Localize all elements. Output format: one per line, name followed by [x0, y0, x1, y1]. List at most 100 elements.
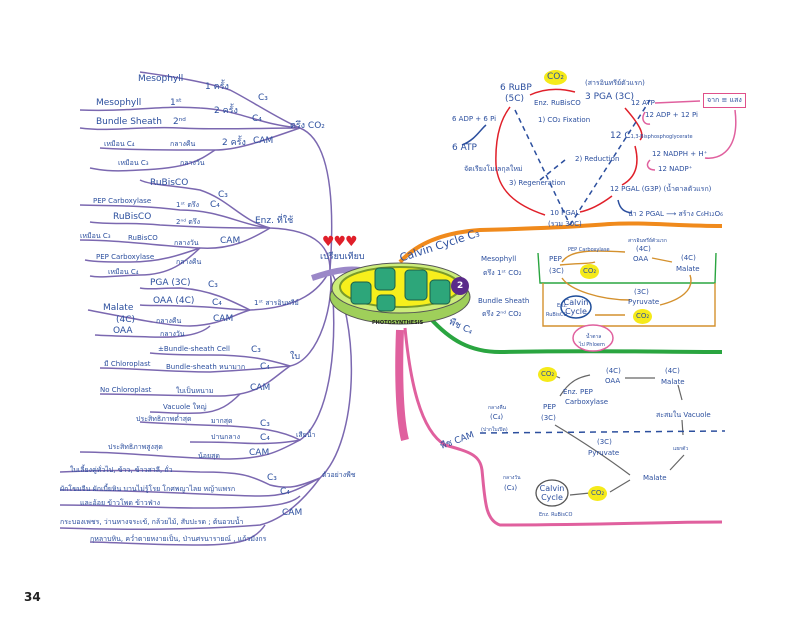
- c4-pep: PEP: [549, 255, 562, 263]
- pgal-10: 10 PGAL: [550, 209, 580, 217]
- enz-c4-first-value: PEP Carboxylase: [93, 197, 152, 205]
- enz-cam-night: กลางคืน: [176, 258, 202, 266]
- c4-second: 2ⁿᵈ: [173, 117, 186, 127]
- c3-count: 1 ครั้ง: [205, 82, 229, 92]
- chloroplast-illustration: [329, 262, 471, 325]
- c4-co2-release: CO₂: [633, 309, 653, 324]
- rearrange-note: จัดเรียงโมเลกุลใหม่: [464, 165, 523, 173]
- cam-enz-carboxylase: Carboxylase: [565, 398, 609, 406]
- cam-night-like: เหมือน C₄: [104, 140, 135, 148]
- first-product-label: 1ˢᵗ สารอินทรีย์: [254, 299, 299, 307]
- c4-co2: CO₂: [580, 264, 600, 279]
- c3-where: Mesophyll: [138, 74, 184, 84]
- phloem-circle: [572, 324, 614, 352]
- wl-c3: C₃: [260, 419, 270, 429]
- enz-c4: C₄: [210, 200, 220, 210]
- cam-branch: [403, 327, 723, 527]
- calvin-cycle-arrows: [461, 88, 737, 226]
- ex-c4-line1: ผักโขมจีน ผักเบี้ยหิน บานไม่รู้โรย โกศพญ…: [60, 485, 236, 493]
- cam-oaa-carbons: (4C): [606, 367, 621, 375]
- ex-cam: CAM: [282, 508, 303, 518]
- bpg-count: 12 C: [610, 131, 631, 141]
- fp-c3-value: PGA (3C): [150, 278, 191, 288]
- cam-night-type: (C₄): [490, 413, 504, 421]
- cam-pep-carbons: (3C): [541, 414, 556, 422]
- photosynthesis-title: PHOTOSYNTHESIS: [372, 320, 424, 326]
- rubp: 6 RuBP: [500, 83, 532, 93]
- cam-store-vacuole: สะสมใน Vacuole: [656, 411, 711, 419]
- cam-day: กลางวัน: [180, 159, 205, 167]
- c4-phloem: ไป Phloem: [579, 342, 605, 348]
- left-branches: [59, 71, 353, 546]
- cam-day: กลางวัน: [503, 475, 521, 481]
- c4-pep-carbons: (3C): [549, 267, 564, 275]
- cam-label: CAM: [253, 136, 274, 146]
- wl-cam-eff: ประสิทธิภาพสูงสุด: [108, 443, 163, 451]
- enz-c3-value: RuBisCO: [150, 178, 189, 188]
- c4-enz: Enz.: [557, 303, 568, 309]
- c4-label: C₄: [252, 114, 262, 124]
- ex-c4: C₄: [280, 487, 290, 497]
- enz-cam-night-value: PEP Carboxylase: [96, 253, 155, 261]
- wl-c3-eff: ประสิทธิภาพต่ำสุด: [136, 415, 192, 423]
- enz-c4-second: 2ⁿᵈ ตรึง: [176, 218, 201, 226]
- water-loss-label: เสียน้ำ: [296, 431, 316, 439]
- fp-c3: C₃: [208, 280, 218, 290]
- ex-c4-line2: และอ้อย ข้าวโพด ข้าวฟ่าง: [80, 499, 161, 507]
- day-night-divider: [479, 430, 726, 434]
- cam-count: 2 ครั้ง: [222, 138, 246, 148]
- ex-cam-line2: กุหลาบหิน, คว่ำตายหงายเป็น, ป่านศรนารายณ…: [90, 535, 267, 543]
- step-reduction: 2) Reduction: [575, 155, 620, 163]
- cam-day-type: (C₃): [504, 484, 518, 492]
- cam-rubisco: Enz. RuBisCO: [539, 512, 573, 518]
- cam-pyruvate-carbons: (3C): [597, 438, 612, 446]
- atp-12: 12 ATP: [631, 99, 655, 107]
- bpg-name: 1,3-Bisphosphoglycerate: [630, 134, 693, 140]
- adp-12: 12 ADP + 12 Pi: [645, 111, 698, 119]
- c4-oaa: OAA: [633, 255, 649, 263]
- enz-cam-day-value: RuBisCO: [128, 234, 158, 242]
- c4-diagram-lines: [537, 250, 717, 327]
- nadp: 12 NADP⁺: [658, 165, 693, 173]
- c4-sugar: น้ำตาล: [586, 334, 602, 340]
- cam-night-note: (ปากใบเปิด): [481, 427, 508, 433]
- cam-calvin-cycle: Calvin Cycle: [539, 484, 565, 502]
- cam-calvin-circle: [535, 479, 569, 507]
- c4-branch: [428, 316, 723, 355]
- c4-first-where: Mesophyll: [96, 98, 142, 108]
- leaf-c4: C₄: [260, 362, 270, 372]
- leaf-label: ใบ: [290, 352, 301, 362]
- fp-cam: CAM: [213, 314, 234, 324]
- c4-rubisco: RuBisCO: [546, 312, 568, 318]
- hearts-decoration: ♥♥♥: [322, 234, 358, 250]
- ex-c3-value: ใบเลี้ยงคู่ทั่วไป, ข้าว, ข้าวสาลี, ถั่ว: [70, 466, 173, 474]
- c4-pyruvate-carbons: (3C): [634, 288, 649, 296]
- c4-oaa-carbons: (4C): [636, 245, 651, 253]
- cam-split: แยกตัว: [673, 446, 689, 452]
- cam-pyruvate: Pyruvate: [588, 449, 620, 457]
- c4-pep-carboxylase: PEP Carboxylase: [568, 247, 610, 253]
- co2-fixation-label: ตรึง CO₂: [290, 121, 325, 131]
- cam-pep: PEP: [543, 403, 556, 411]
- leaf-c3-value: ±Bundle-sheath Cell: [158, 345, 230, 353]
- c4-first-note: สารอินทรีย์ตัวแรก: [628, 238, 667, 244]
- bpg: 12 C1,3-Bisphosphoglycerate: [610, 131, 693, 143]
- c4-malate-carbons: (4C): [681, 254, 696, 262]
- calvin-branch: [398, 221, 723, 264]
- fp-cam-day: กลางวัน: [160, 330, 185, 338]
- c4-pyruvate: Pyruvate: [628, 298, 660, 306]
- nadph: 12 NADPH + H⁺: [652, 150, 708, 158]
- fp-cam-night: กลางคืน: [156, 317, 182, 325]
- wl-cam: CAM: [249, 448, 270, 458]
- from-light-reaction-box: จาก ≡ แสง: [703, 93, 746, 108]
- enzyme-label: Enz. ที่ใช้: [255, 216, 294, 226]
- pga: 3 PGA (3C): [585, 92, 635, 102]
- cam-oaa: OAA: [605, 377, 621, 385]
- cam-malate: Malate: [661, 378, 685, 386]
- c4-bundle-sheath: Bundle Sheath: [478, 297, 530, 305]
- adp-6: 6 ADP + 6 Pi: [452, 115, 497, 123]
- leaf-c3: C₃: [251, 345, 261, 355]
- fp-cam-day-value: OAA: [113, 326, 133, 336]
- step-regeneration: 3) Regeneration: [509, 179, 566, 187]
